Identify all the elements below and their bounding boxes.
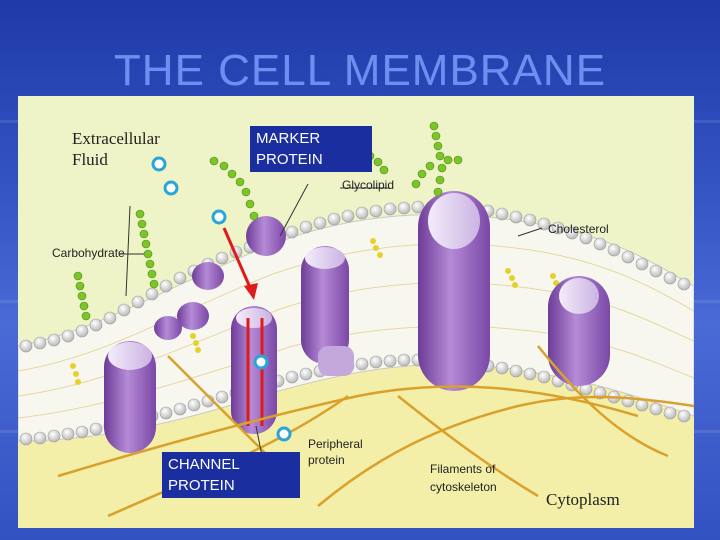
extracellular-fluid-label: Extracellular Fluid bbox=[72, 128, 160, 170]
peripheral-line2: protein bbox=[308, 452, 363, 468]
peripheral-protein-label: Peripheral protein bbox=[308, 436, 363, 468]
peripheral-line1: Peripheral bbox=[308, 436, 363, 452]
small-protein bbox=[154, 316, 182, 340]
marker-callout-line1: MARKER bbox=[256, 128, 366, 149]
channel-callout-line1: CHANNEL bbox=[168, 454, 294, 475]
cholesterol-label: Cholesterol bbox=[548, 222, 609, 236]
marker-protein-callout: MARKER PROTEIN bbox=[250, 126, 372, 172]
filaments-line1: Filaments of bbox=[430, 460, 497, 478]
marker-protein bbox=[246, 216, 286, 256]
filaments-label: Filaments of cytoskeleton bbox=[430, 460, 497, 496]
marker-callout-line2: PROTEIN bbox=[256, 149, 366, 170]
channel-callout-line2: PROTEIN bbox=[168, 475, 294, 496]
cytoplasm-label: Cytoplasm bbox=[546, 490, 620, 510]
small-protein bbox=[192, 262, 224, 290]
transmembrane-protein-center bbox=[301, 246, 354, 376]
membrane-figure: Extracellular Fluid Glycolipid Cholester… bbox=[18, 96, 694, 528]
channel-protein-callout: CHANNEL PROTEIN bbox=[162, 452, 300, 498]
glycolipid-label: Glycolipid bbox=[342, 178, 394, 192]
carbohydrate-label: Carbohydrate bbox=[52, 246, 125, 260]
extracellular-line1: Extracellular bbox=[72, 128, 160, 149]
slide-title: THE CELL MEMBRANE bbox=[0, 46, 720, 96]
channel-protein bbox=[231, 306, 277, 434]
transmembrane-protein-large bbox=[418, 191, 490, 391]
extracellular-line2: Fluid bbox=[72, 149, 160, 170]
small-protein bbox=[177, 302, 209, 330]
transmembrane-protein-left bbox=[104, 341, 156, 453]
filaments-line2: cytoskeleton bbox=[430, 478, 497, 496]
